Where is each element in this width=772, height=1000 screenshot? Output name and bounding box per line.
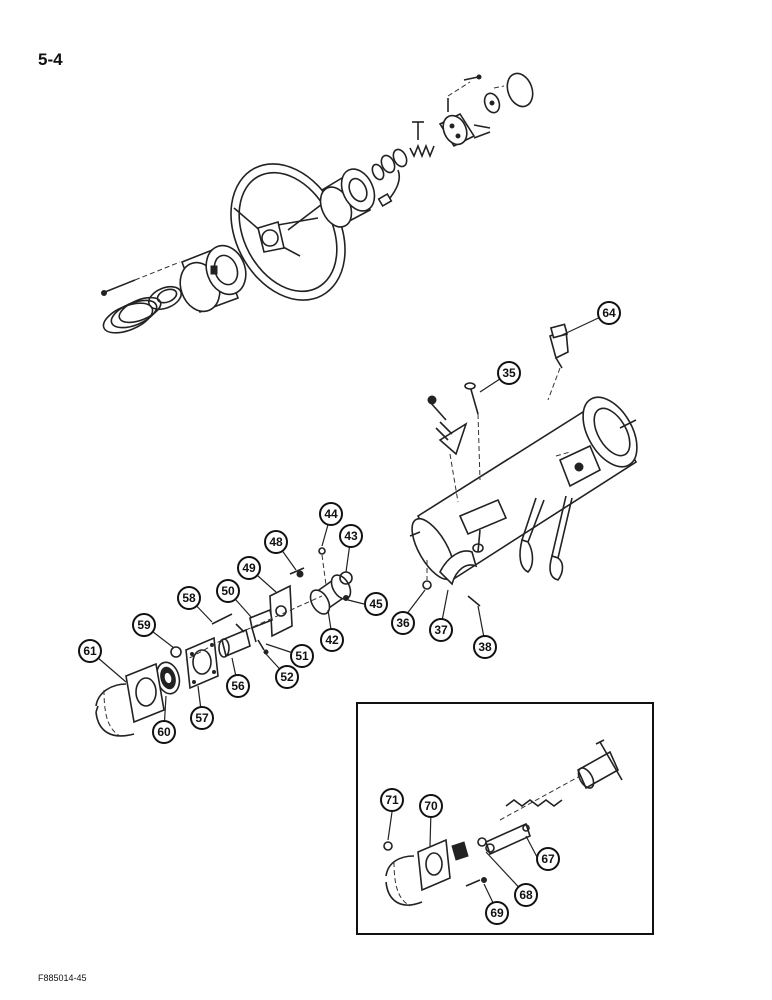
svg-text:58: 58	[182, 591, 196, 605]
svg-text:38: 38	[478, 640, 492, 654]
upper-small-parts	[371, 72, 534, 208]
svg-text:43: 43	[344, 529, 358, 543]
callout-58: 58	[177, 586, 201, 610]
callout-56: 56	[226, 674, 250, 698]
callout-38: 38	[473, 635, 497, 659]
callout-71: 71	[380, 788, 404, 812]
leader-lines	[89, 312, 610, 912]
svg-text:49: 49	[242, 561, 256, 575]
callout-50: 50	[216, 579, 240, 603]
callout-60: 60	[152, 720, 176, 744]
callout-43: 43	[339, 524, 363, 548]
svg-text:67: 67	[541, 852, 555, 866]
steering-wheel-assembly	[101, 72, 534, 334]
svg-text:37: 37	[434, 623, 448, 637]
lower-shaft-parts	[95, 547, 353, 737]
callout-49: 49	[237, 556, 261, 580]
svg-text:48: 48	[269, 535, 283, 549]
callout-52: 52	[275, 665, 299, 689]
bracket-35	[427, 382, 481, 503]
callout-48: 48	[264, 530, 288, 554]
svg-text:64: 64	[602, 306, 616, 320]
callout-44: 44	[319, 502, 343, 526]
svg-text:59: 59	[137, 618, 151, 632]
steering-hub	[179, 244, 247, 314]
svg-text:35: 35	[502, 366, 516, 380]
callout-36: 36	[391, 611, 415, 635]
callout-67: 67	[536, 847, 560, 871]
callout-69: 69	[485, 901, 509, 925]
svg-text:68: 68	[519, 888, 533, 902]
screw	[104, 279, 136, 293]
svg-text:42: 42	[325, 633, 339, 647]
callout-61: 61	[78, 639, 102, 663]
svg-text:71: 71	[385, 793, 399, 807]
clamp-parts	[422, 529, 484, 607]
svg-text:36: 36	[396, 616, 410, 630]
callout-64: 64	[597, 301, 621, 325]
inset-frame	[356, 702, 654, 935]
alternate-assembly-inset	[356, 702, 654, 935]
page-number: 5-4	[38, 50, 63, 69]
svg-text:44: 44	[324, 507, 338, 521]
callout-51: 51	[290, 644, 314, 668]
callout-42: 42	[320, 628, 344, 652]
callout-57: 57	[190, 706, 214, 730]
svg-text:50: 50	[221, 584, 235, 598]
callout-45: 45	[364, 592, 388, 616]
o-ring-set	[102, 285, 183, 334]
svg-text:70: 70	[424, 799, 438, 813]
callout-35: 35	[497, 361, 521, 385]
svg-text:69: 69	[490, 906, 504, 920]
callout-37: 37	[429, 618, 453, 642]
figure-code: F885014-45	[38, 973, 87, 983]
svg-text:56: 56	[231, 679, 245, 693]
svg-text:57: 57	[195, 711, 209, 725]
svg-text:61: 61	[83, 644, 97, 658]
svg-text:45: 45	[369, 597, 383, 611]
upper-housing	[319, 168, 376, 228]
steering-column-housing	[409, 396, 638, 582]
svg-text:52: 52	[280, 670, 294, 684]
svg-text:51: 51	[295, 649, 309, 663]
callout-70: 70	[419, 794, 443, 818]
callout-68: 68	[514, 883, 538, 907]
callout-59: 59	[132, 613, 156, 637]
switch-part	[547, 323, 569, 401]
svg-text:60: 60	[157, 725, 171, 739]
